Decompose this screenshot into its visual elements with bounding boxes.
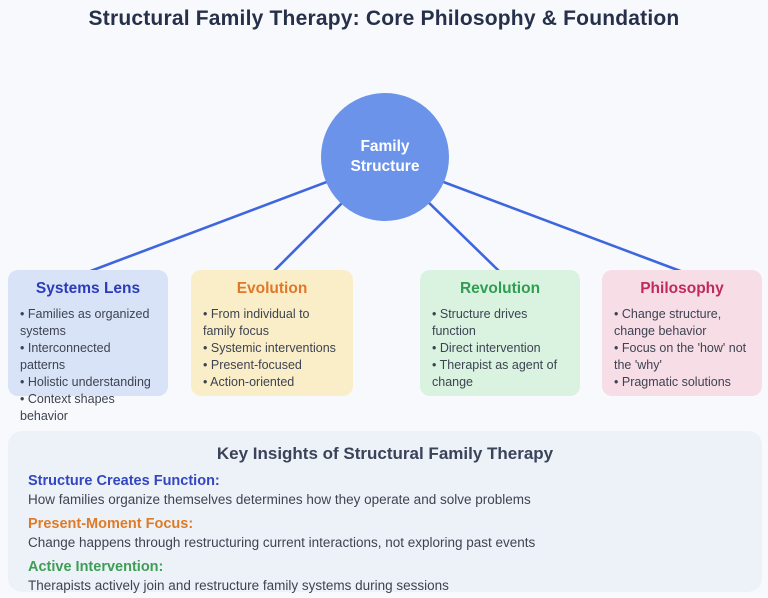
bullet-item: From individual to family focus — [203, 306, 341, 340]
insight-heading: Present-Moment Focus: — [28, 516, 194, 532]
bullet-item: Change structure, change behavior — [614, 306, 750, 340]
insights-panel: Key Insights of Structural Family Therap… — [8, 431, 762, 593]
page-title: Structural Family Therapy: Core Philosop… — [88, 7, 680, 30]
branch-title: Evolution — [236, 280, 308, 297]
branch-card-philosophy: Philosophy Change structure, change beha… — [602, 270, 762, 396]
bullet-item: Present-focused — [203, 357, 341, 374]
central-node: Family Structure — [321, 93, 449, 221]
branch-card-revolution: Revolution Structure drives function Dir… — [420, 270, 580, 396]
branch-title: Systems Lens — [35, 280, 141, 297]
branch-card-systems-lens: Systems Lens Families as organized syste… — [8, 270, 168, 423]
insight-body: How families organize themselves determi… — [28, 492, 531, 507]
insight-heading: Structure Creates Function: — [28, 473, 220, 489]
insight-body: Change happens through restructuring cur… — [28, 535, 536, 550]
bullet-item: Pragmatic solutions — [614, 374, 750, 391]
branch-title: Philosophy — [640, 280, 724, 297]
branch-bullet-list: Change structure, change behavior Focus … — [614, 306, 750, 391]
bullet-item: Action-oriented — [203, 374, 341, 391]
insight-present-moment-focus: Present-Moment Focus: Change happens thr… — [28, 516, 742, 550]
central-node-label: Family Structure — [350, 138, 420, 175]
insights-title: Key Insights of Structural Family Therap… — [216, 444, 554, 463]
branch-bullet-list: Structure drives function Direct interve… — [432, 306, 568, 391]
branch-card-evolution: Evolution From individual to family focu… — [191, 270, 353, 396]
bullet-item: Families as organized systems — [20, 306, 156, 340]
bullet-item: Focus on the 'how' not the 'why' — [614, 340, 750, 374]
insight-heading: Active Intervention: — [28, 559, 164, 575]
bullet-item: Context shapes behavior — [20, 391, 156, 425]
bullet-item: Systemic interventions — [203, 340, 341, 357]
bullet-item: Structure drives function — [432, 306, 568, 340]
bullet-item: Therapist as agent of change — [432, 357, 568, 391]
branch-bullet-list: From individual to family focus Systemic… — [203, 306, 341, 391]
insight-body: Therapists actively join and restructure… — [28, 578, 449, 593]
branch-bullet-list: Families as organized systems Interconne… — [20, 306, 156, 425]
bullet-item: Interconnected patterns — [20, 340, 156, 374]
bullet-item: Direct intervention — [432, 340, 568, 357]
insight-structure-creates-function: Structure Creates Function: How families… — [28, 473, 742, 507]
bullet-item: Holistic understanding — [20, 374, 156, 391]
insight-active-intervention: Active Intervention: Therapists actively… — [28, 559, 742, 593]
branch-title: Revolution — [459, 280, 541, 297]
